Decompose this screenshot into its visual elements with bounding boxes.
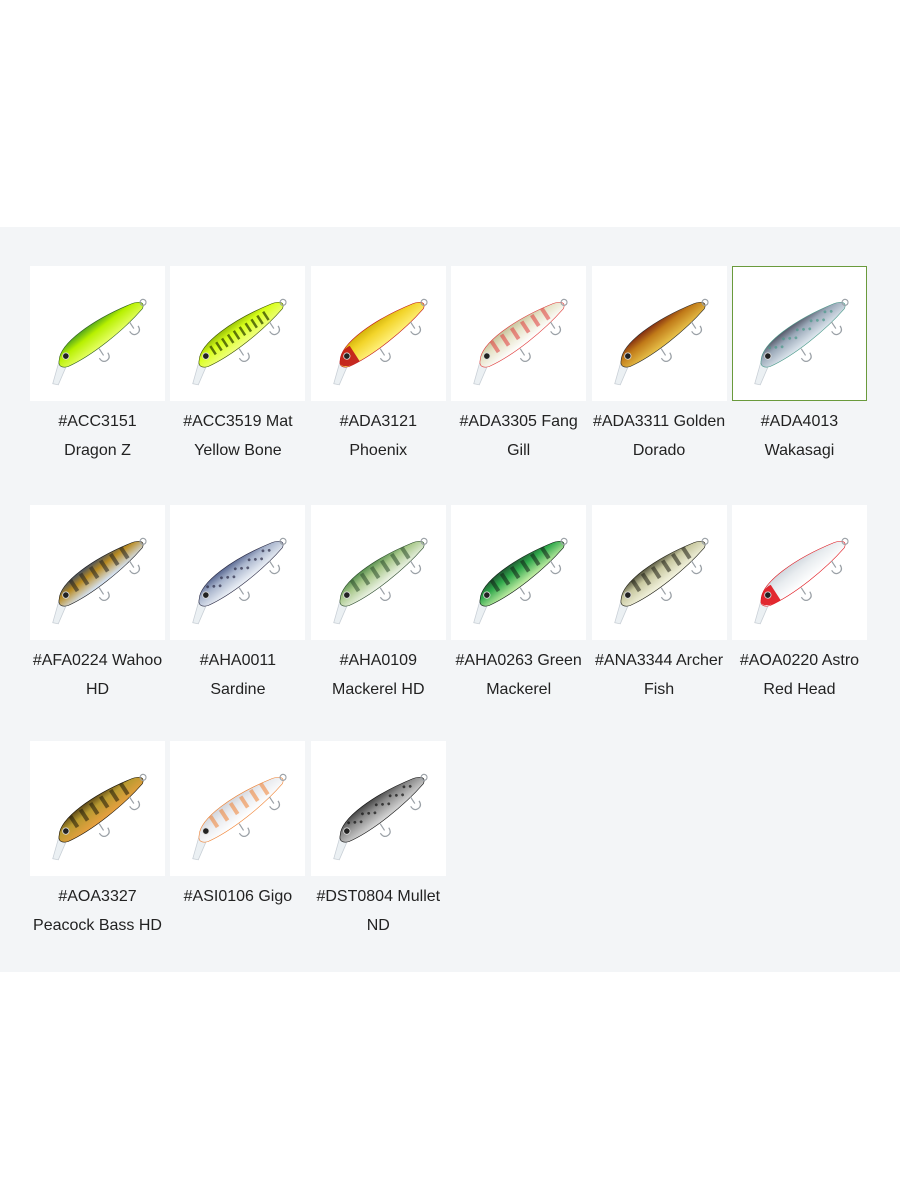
color-swatch-aoa3327[interactable]: #AOA3327 Peacock Bass HD [30, 741, 165, 940]
lure-image [613, 298, 709, 386]
swatch-thumbnail[interactable] [170, 266, 306, 401]
swatch-thumbnail[interactable] [451, 505, 587, 640]
swatch-thumbnail[interactable] [30, 741, 165, 876]
lure-image [473, 537, 568, 625]
lure-image [192, 773, 287, 861]
lure-image [192, 298, 287, 386]
swatch-thumbnail[interactable] [30, 266, 165, 401]
lure-image [52, 298, 147, 386]
swatch-label: #AHA0263 Green Mackerel [455, 652, 582, 698]
swatch-label: #ANA3344 Archer Fish [595, 652, 724, 698]
swatch-label: #AFA0224 Wahoo HD [32, 652, 163, 698]
swatch-label: #ADA4013 Wakasagi [760, 413, 839, 459]
swatch-label: #ADA3121 Phoenix [339, 413, 417, 459]
swatch-thumbnail[interactable] [731, 505, 867, 640]
lure-image [613, 537, 709, 625]
swatch-thumbnail[interactable] [310, 266, 446, 401]
lure-image [192, 537, 287, 625]
color-swatch-aha0011[interactable]: #AHA0011 Sardine [170, 505, 306, 704]
swatch-thumbnail[interactable] [310, 505, 446, 640]
color-swatch-aoa0220[interactable]: #AOA0220 Astro Red Head [731, 505, 867, 704]
lure-image [473, 298, 568, 386]
color-swatch-ada3121[interactable]: #ADA3121 Phoenix [310, 266, 446, 465]
color-swatch-aha0263[interactable]: #AHA0263 Green Mackerel [451, 505, 587, 704]
lure-image [52, 537, 147, 625]
color-swatch-ada3311[interactable]: #ADA3311 Golden Dorado [591, 266, 727, 465]
lure-image [333, 537, 428, 625]
swatch-label: #ASI0106 Gigo [183, 888, 293, 905]
lure-image [333, 298, 428, 386]
swatch-label: #ADA3311 Golden Dorado [592, 413, 726, 459]
color-swatch-ada4013[interactable]: #ADA4013 Wakasagi [731, 266, 867, 465]
swatch-thumbnail[interactable] [451, 266, 587, 401]
swatch-label: #AHA0011 Sardine [199, 652, 276, 698]
swatch-label: #AOA0220 Astro Red Head [739, 652, 860, 698]
swatch-thumbnail[interactable] [310, 741, 446, 876]
swatch-label: #ACC3519 Mat Yellow Bone [183, 413, 293, 459]
color-swatch-aha0109[interactable]: #AHA0109 Mackerel HD [310, 505, 446, 704]
swatch-label: #DST0804 Mullet ND [316, 888, 441, 934]
swatch-label: #ACC3151 Dragon Z [58, 413, 137, 459]
color-swatch-afa0224[interactable]: #AFA0224 Wahoo HD [30, 505, 165, 704]
lure-image [333, 773, 428, 861]
lure-image [754, 537, 849, 625]
color-swatch-acc3519[interactable]: #ACC3519 Mat Yellow Bone [170, 266, 306, 465]
swatch-thumbnail[interactable] [170, 505, 306, 640]
lure-image [754, 298, 849, 386]
swatch-thumbnail[interactable] [30, 505, 165, 640]
color-swatch-grid: #ACC3151 Dragon Z #ACC3519 Mat Yellow Bon… [30, 266, 867, 940]
swatch-label: #AHA0109 Mackerel HD [332, 652, 425, 698]
swatch-label: #AOA3327 Peacock Bass HD [33, 888, 162, 934]
swatch-thumbnail[interactable] [591, 266, 727, 401]
color-swatch-ada3305[interactable]: #ADA3305 Fang Gill [451, 266, 587, 465]
swatch-panel: #ACC3151 Dragon Z #ACC3519 Mat Yellow Bon… [0, 227, 900, 972]
swatch-thumbnail[interactable] [591, 505, 727, 640]
swatch-thumbnail[interactable] [170, 741, 306, 876]
color-swatch-asi0106[interactable]: #ASI0106 Gigo [170, 741, 306, 940]
color-swatch-acc3151[interactable]: #ACC3151 Dragon Z [30, 266, 165, 465]
color-swatch-ana3344[interactable]: #ANA3344 Archer Fish [591, 505, 727, 704]
color-swatch-dst0804[interactable]: #DST0804 Mullet ND [310, 741, 446, 940]
swatch-label: #ADA3305 Fang Gill [459, 413, 578, 459]
lure-image [52, 773, 147, 861]
swatch-thumbnail[interactable] [731, 266, 867, 401]
